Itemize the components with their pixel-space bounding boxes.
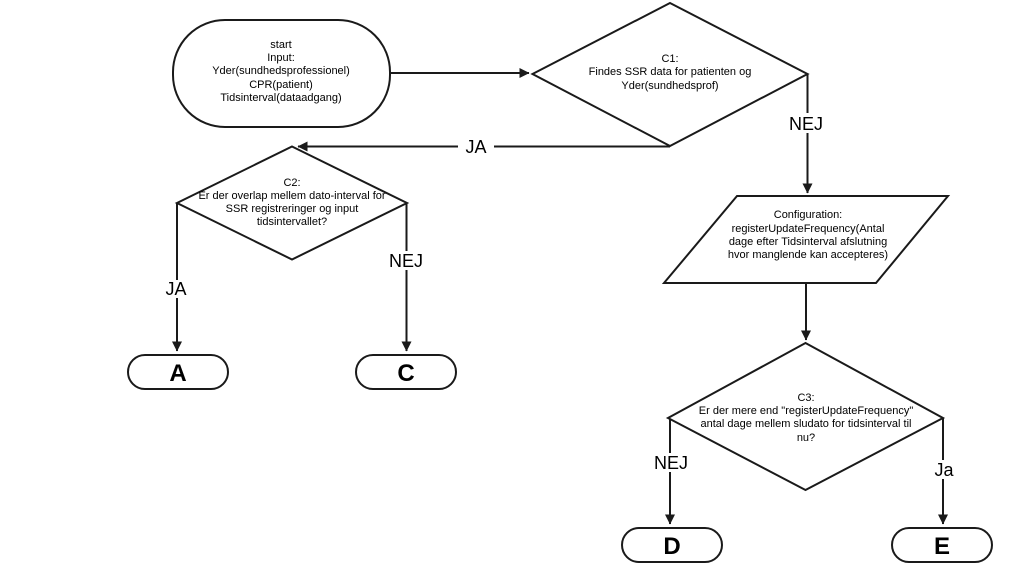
edges	[172, 68, 948, 525]
start-node-text-line: Yder(sundhedsprofessionel)	[212, 65, 350, 77]
edge-label-bg	[932, 460, 957, 479]
start-node-text-line: CPR(patient)	[249, 79, 313, 91]
decision-c2-text-line: Er der overlap mellem dato-interval for	[198, 190, 385, 202]
edge-label-c2-nej: NEJ	[389, 251, 423, 271]
config-text-line: registerUpdateFrequency(Antal	[732, 223, 885, 235]
decision-c2-text-line: SSR registreringer og input	[226, 203, 359, 215]
decision-c1-text-line: Yder(sundhedsprof)	[621, 80, 718, 92]
decision-c2	[174, 145, 410, 261]
decision-c3-text-line: Er der mere end "registerUpdateFrequency…	[699, 405, 914, 417]
edge-label-c3-ja: Ja	[934, 460, 954, 480]
start-node-text-line: Input:	[267, 52, 295, 64]
start-node-text-line: start	[270, 39, 291, 51]
edge-label-c2-ja: JA	[165, 279, 186, 299]
decision-c1	[530, 1, 810, 148]
decision-c2-text-line: tidsintervallet?	[257, 216, 327, 228]
config-parallelogram	[661, 195, 951, 284]
start-node-text-line: Tidsinterval(dataadgang)	[220, 92, 341, 104]
decision-c3-text-line: C3:	[797, 392, 814, 404]
edge-label-c1-nej: NEJ	[789, 114, 823, 134]
start-node	[172, 19, 391, 128]
nodes: start Input: Yder(sundhedsprofessionel) …	[127, 1, 993, 563]
edge-label-c1-ja: JA	[465, 137, 486, 157]
terminal-e	[891, 527, 993, 563]
terminal-d-label: D	[663, 533, 680, 560]
decision-c3-text-line: nu?	[797, 432, 815, 444]
config-text-line: dage efter Tidsinterval afslutning	[729, 236, 887, 248]
terminal-a-label: A	[169, 360, 186, 387]
decision-c1-text-line: C1:	[661, 53, 678, 65]
terminal-c	[355, 354, 457, 390]
edge-label-bg	[458, 137, 494, 157]
edge-label-bg	[784, 113, 829, 133]
terminal-d	[621, 527, 723, 563]
config-text-line: hvor manglende kan accepteres)	[728, 249, 888, 261]
edge-labels: JA NEJ JA NEJ NEJ Ja	[160, 113, 957, 480]
terminal-c-label: C	[397, 360, 414, 387]
edge-label-c3-nej: NEJ	[654, 453, 688, 473]
edge-label-bg	[160, 280, 192, 298]
config-text-line: Configuration:	[774, 209, 843, 221]
decision-c1-text-line: Findes SSR data for patienten og	[589, 66, 752, 78]
decision-c2-text-line: C2:	[283, 177, 300, 189]
terminal-e-label: E	[934, 533, 950, 560]
edge-label-bg	[649, 453, 694, 472]
terminal-a	[127, 354, 229, 390]
decision-c3	[665, 341, 946, 492]
edge-label-bg	[384, 251, 429, 270]
decision-c3-text-line: antal dage mellem sludato for tidsinterv…	[701, 418, 912, 430]
